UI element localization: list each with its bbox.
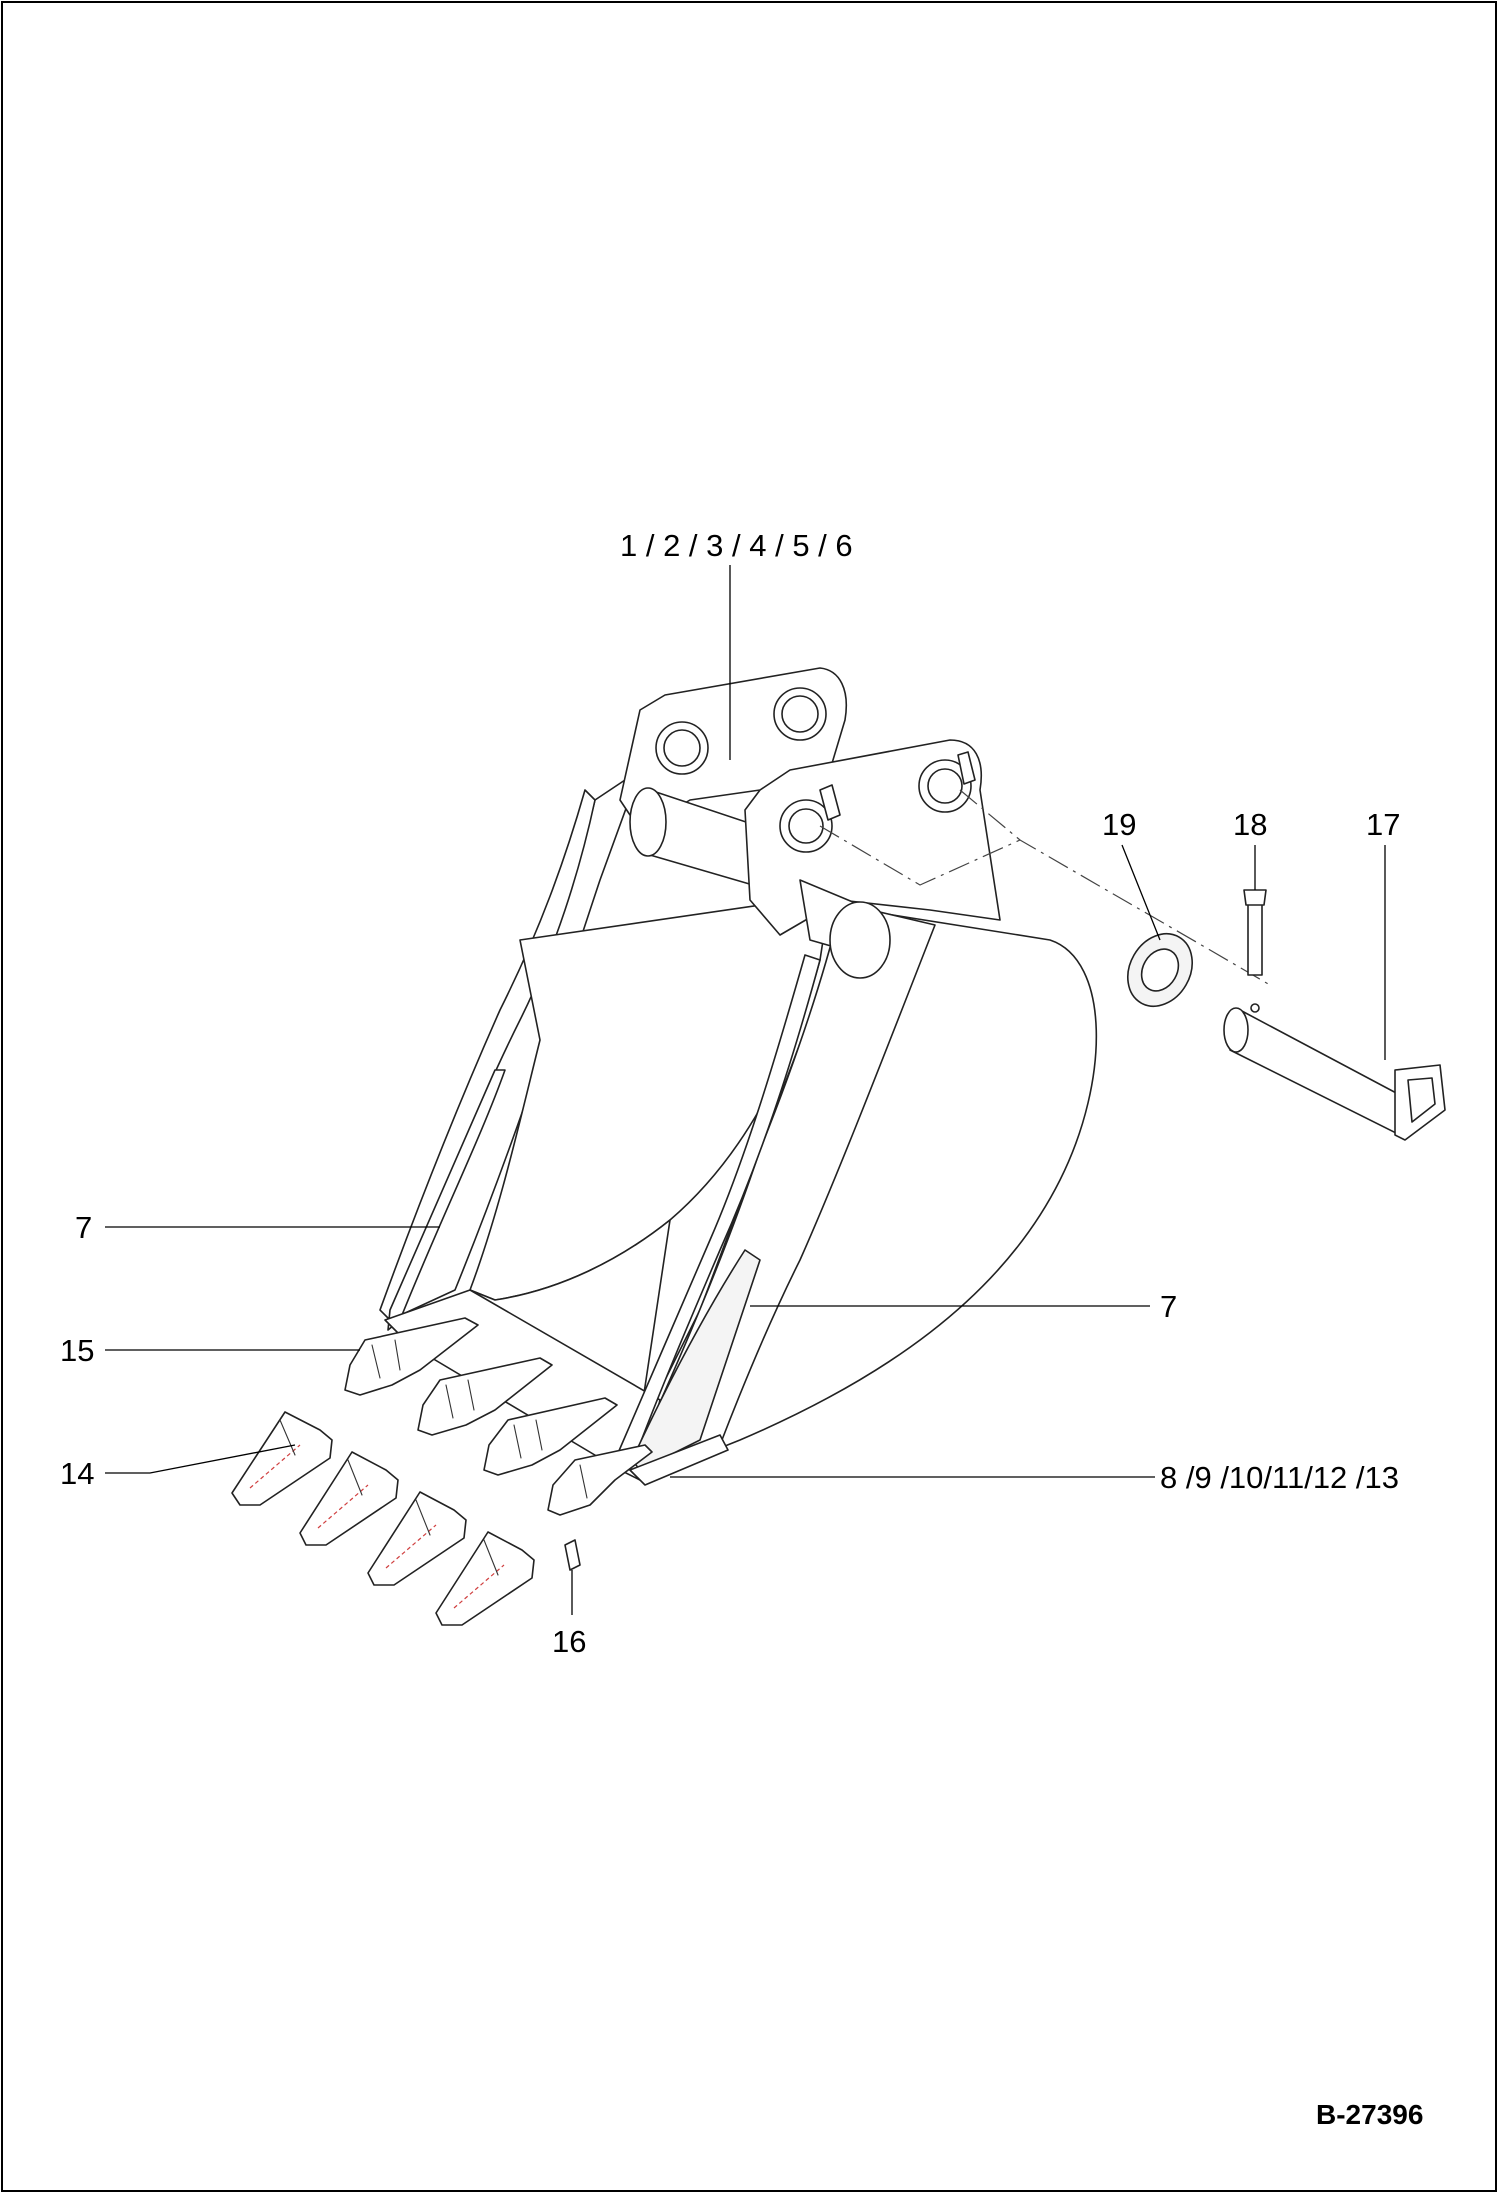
callout-side-cutter-right: 7	[1160, 1289, 1177, 1324]
pin	[1223, 1007, 1446, 1141]
tooth-point	[367, 1491, 467, 1586]
callout-tooth-adapter: 15	[60, 1333, 94, 1368]
leader-lines	[105, 565, 1386, 1615]
callout-cutting-edge: 8 /9 /10/11/12 /13	[1160, 1460, 1399, 1495]
callout-labels: 1 / 2 / 3 / 4 / 5 / 6 19 18 17 7 7 15 14…	[60, 528, 1400, 1659]
drawing-number: B-27396	[1316, 2099, 1423, 2130]
tooth-adapter	[417, 1357, 553, 1436]
front-bracket-bore-2-inner	[927, 768, 963, 804]
callout-bucket: 1 / 2 / 3 / 4 / 5 / 6	[620, 528, 853, 563]
callout-pin: 17	[1366, 807, 1400, 842]
tooth-point	[435, 1531, 535, 1626]
tooth-adapter	[547, 1444, 653, 1516]
pin-centerline-2	[959, 789, 1021, 841]
front-bracket-bore-1-inner	[788, 808, 824, 844]
rear-bracket-bore-2-inner	[781, 695, 819, 733]
bucket-inner-wall	[469, 1219, 671, 1421]
tooth-point	[299, 1451, 399, 1546]
callout-side-cutter-left: 7	[75, 1210, 92, 1245]
tooth-points	[231, 1411, 535, 1626]
bracket-stop-block-2	[957, 751, 976, 785]
tooth-adapter	[483, 1397, 618, 1476]
tooth-point	[231, 1411, 333, 1506]
leader-washer	[1121, 844, 1161, 941]
upper-cross-tube-end	[629, 787, 667, 857]
callout-tooth-lock: 16	[552, 1624, 586, 1659]
hinge-brackets	[619, 667, 1271, 986]
bracket-stop-block-1	[819, 784, 841, 821]
leader-tooth-point	[105, 1444, 296, 1474]
rear-bracket-bore-1-inner	[663, 729, 701, 767]
tooth-adapter	[344, 1317, 479, 1396]
callout-lock-bolt: 18	[1233, 807, 1267, 842]
cutting-edge-plate	[629, 1434, 729, 1486]
lower-cross-tube-end	[829, 901, 891, 979]
tooth-lock	[564, 1539, 581, 1571]
callout-washer: 19	[1102, 807, 1136, 842]
lock-bolt	[1243, 889, 1267, 1013]
washer	[1127, 933, 1193, 1007]
tooth-adapters	[344, 1317, 653, 1516]
callout-tooth-point: 14	[60, 1456, 94, 1491]
